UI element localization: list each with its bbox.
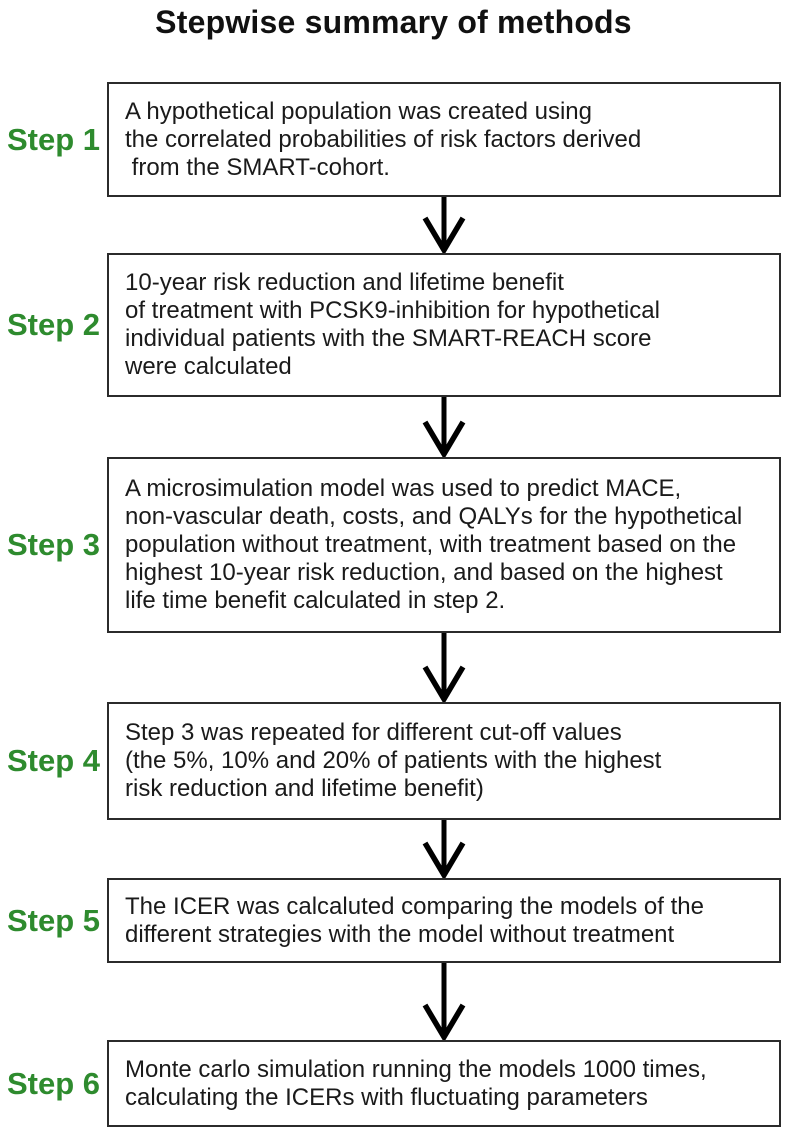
step-1-text: A hypothetical population was created us… [125,97,642,181]
arrow-down-icon [416,197,472,253]
step-2-box: 10-year risk reduction and lifetime bene… [107,253,781,397]
step-row-1: Step 1 A hypothetical population was cre… [0,82,787,197]
step-5-text: The ICER was calcaluted comparing the mo… [125,892,704,948]
step-2-text: 10-year risk reduction and lifetime bene… [125,269,660,380]
step-4-box: Step 3 was repeated for different cut-of… [107,702,781,820]
step-row-4: Step 4 Step 3 was repeated for different… [0,702,787,820]
step-1-label: Step 1 [6,121,101,157]
step-2-label-column: Step 2 [0,307,107,343]
step-6-box: Monte carlo simulation running the model… [107,1040,781,1127]
step-row-5: Step 5 The ICER was calcaluted comparing… [0,878,787,963]
step-row-6: Step 6 Monte carlo simulation running th… [0,1040,787,1127]
step-4-label: Step 4 [6,743,101,778]
step-5-box: The ICER was calcaluted comparing the mo… [107,878,781,963]
arrow-down-icon [416,633,472,702]
step-4-text: Step 3 was repeated for different cut-of… [125,719,662,802]
step-1-box: A hypothetical population was created us… [107,82,781,197]
step-3-label-column: Step 3 [0,527,107,563]
step-4-label-column: Step 4 [0,743,107,779]
step-3-box: A microsimulation model was used to pred… [107,457,781,633]
arrow-down-icon [416,820,472,878]
arrow-down-icon [416,963,472,1040]
step-3-label: Step 3 [6,527,101,562]
step-1-label-column: Step 1 [0,122,107,158]
diagram-title: Stepwise summary of methods [155,4,632,40]
step-2-label: Step 2 [6,307,101,342]
step-6-label-column: Step 6 [0,1066,107,1102]
step-5-label: Step 5 [6,902,101,938]
step-6-text: Monte carlo simulation running the model… [125,1055,707,1111]
step-5-label-column: Step 5 [0,903,107,939]
step-6-label: Step 6 [6,1065,101,1101]
step-3-text: A microsimulation model was used to pred… [125,475,743,614]
arrow-down-icon [416,397,472,457]
step-row-3: Step 3 A microsimulation model was used … [0,457,787,633]
step-row-2: Step 2 10-year risk reduction and lifeti… [0,253,787,397]
